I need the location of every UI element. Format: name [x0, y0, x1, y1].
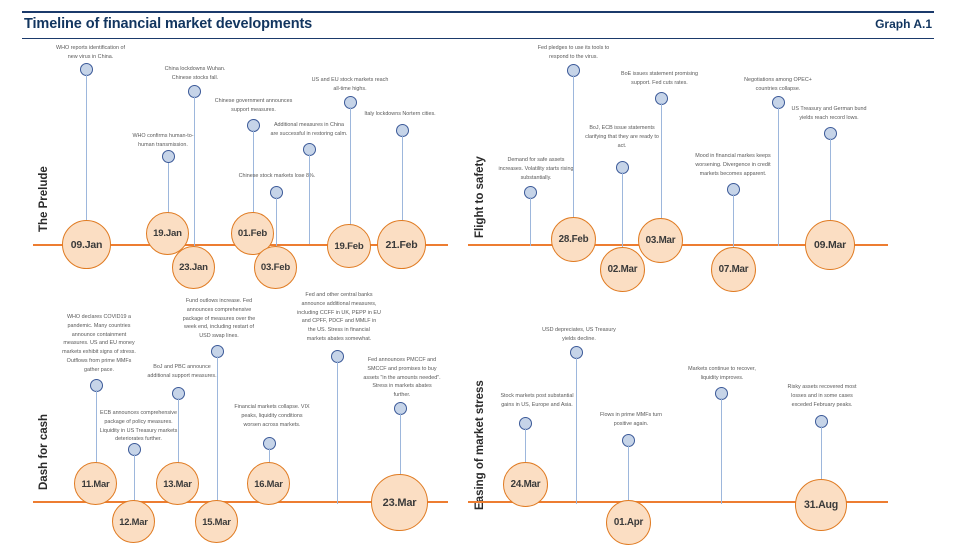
event-date-bubble[interactable]: 19.Feb — [327, 224, 371, 268]
event-date-bubble[interactable]: 09.Mar — [805, 220, 855, 270]
event-stem — [217, 356, 219, 504]
event-note: Fed pledges to use its tools to respond … — [537, 45, 610, 60]
event-date-bubble[interactable]: 03.Feb — [254, 246, 297, 289]
event-stem — [573, 75, 575, 222]
event-date-bubble[interactable]: 19.Jan — [146, 212, 189, 255]
event-stem — [402, 135, 404, 244]
event-note: Flows in prime MMFs turn positive again. — [599, 412, 662, 427]
event-note: BoJ, ECB issue statements clarifying tha… — [585, 125, 659, 149]
event-date-bubble[interactable]: 15.Mar — [195, 500, 238, 543]
event-date-bubble[interactable]: 11.Mar — [74, 462, 117, 505]
event-note: Negotiations among OPEC+ countries colla… — [744, 77, 812, 92]
event-stem — [337, 361, 339, 504]
event-date-bubble[interactable]: 12.Mar — [112, 500, 155, 543]
event-stem — [86, 74, 88, 244]
event-note: Mood in financial markes keeps worsening… — [695, 153, 771, 177]
event-stem — [309, 154, 311, 244]
event-date-bubble[interactable]: 09.Jan — [62, 220, 111, 269]
event-date-bubble[interactable]: 28.Feb — [551, 217, 596, 262]
event-note: Chinese stock markets lose 8%. — [238, 173, 316, 179]
event-stem — [178, 398, 180, 472]
event-stem — [778, 107, 780, 246]
event-date-bubble[interactable]: 02.Mar — [600, 247, 645, 292]
event-stem — [628, 445, 630, 502]
event-stem — [830, 138, 832, 244]
event-date-bubble[interactable]: 07.Mar — [711, 247, 756, 292]
event-stem — [622, 172, 624, 248]
event-note: Risky assets recovered most losses and i… — [787, 384, 857, 408]
header-top-rule — [22, 11, 934, 13]
event-note: ECB announces comprehensive package of p… — [99, 410, 178, 443]
event-stem — [96, 390, 98, 472]
event-note: Italy lockdowns Nortern cities. — [364, 111, 436, 117]
event-note: USD depreciates, US Treasury yields decl… — [542, 327, 616, 342]
event-note: Markets continue to recover, liquidity i… — [688, 366, 756, 381]
event-stem — [276, 197, 278, 248]
event-date-bubble[interactable]: 24.Mar — [503, 462, 548, 507]
event-note: US Treasury and German bund yields reach… — [791, 106, 867, 121]
event-note: Additional measures in China are success… — [270, 122, 348, 137]
event-stem — [576, 357, 578, 504]
event-stem — [821, 426, 823, 480]
event-note: Fed and other central banks announce add… — [297, 292, 381, 342]
event-date-bubble[interactable]: 01.Apr — [606, 500, 651, 545]
event-note: US and EU stock markets reach all-time h… — [311, 77, 389, 92]
graph-number: Graph A.1 — [875, 17, 932, 31]
event-date-bubble[interactable]: 23.Mar — [371, 474, 428, 531]
event-stem — [269, 448, 271, 472]
event-stem — [733, 194, 735, 248]
event-date-bubble[interactable]: 13.Mar — [156, 462, 199, 505]
timeline-axis-dash-for-cash — [33, 501, 448, 504]
event-stem — [400, 413, 402, 475]
event-note: Fund outlows increase. Fed announces com… — [182, 298, 256, 339]
event-stem — [530, 197, 532, 246]
event-dot — [162, 150, 175, 163]
event-note: China lockdowns Wuhan. Chinese stocks fa… — [164, 66, 226, 81]
event-date-bubble[interactable]: 03.Mar — [638, 218, 683, 263]
event-note: WHO reports identification of new virus … — [56, 45, 125, 60]
event-stem — [134, 454, 136, 504]
timeline-axis-easing-of-market-stress — [468, 501, 888, 504]
header-bottom-rule — [22, 38, 934, 39]
event-stem — [661, 103, 663, 223]
event-date-bubble[interactable]: 21.Feb — [377, 220, 426, 269]
axis-label-prelude: The Prelude — [38, 166, 50, 232]
event-stem — [194, 96, 196, 248]
event-note: Chinese government announces support mea… — [214, 98, 293, 113]
event-note: BoJ and PBC announce additional support … — [147, 364, 217, 379]
event-stem — [168, 158, 170, 244]
event-note: WHO confirms human-to- human transmissio… — [132, 133, 194, 148]
event-note: Fed announces PMCCF and SMCCF and promis… — [363, 357, 441, 398]
event-note: Stock markets post substantial gains in … — [500, 393, 574, 408]
event-stem — [350, 107, 352, 244]
page-title: Timeline of financial market development… — [24, 16, 313, 32]
event-note: Demand for safe assets increases. Volati… — [498, 157, 574, 181]
event-date-bubble[interactable]: 23.Jan — [172, 246, 215, 289]
axis-label-dash-for-cash: Dash for cash — [38, 413, 50, 490]
event-stem — [721, 398, 723, 504]
event-note: Financial markets collapse. VIX peaks, l… — [234, 404, 310, 428]
event-date-bubble[interactable]: 31.Aug — [795, 479, 847, 531]
event-note: BoE issues statement promising support. … — [620, 71, 698, 86]
event-date-bubble[interactable]: 16.Mar — [247, 462, 290, 505]
event-stem — [525, 428, 527, 472]
event-stem — [253, 130, 255, 244]
event-note: WHO declares COVID19 a pandemic. Many co… — [62, 314, 136, 373]
